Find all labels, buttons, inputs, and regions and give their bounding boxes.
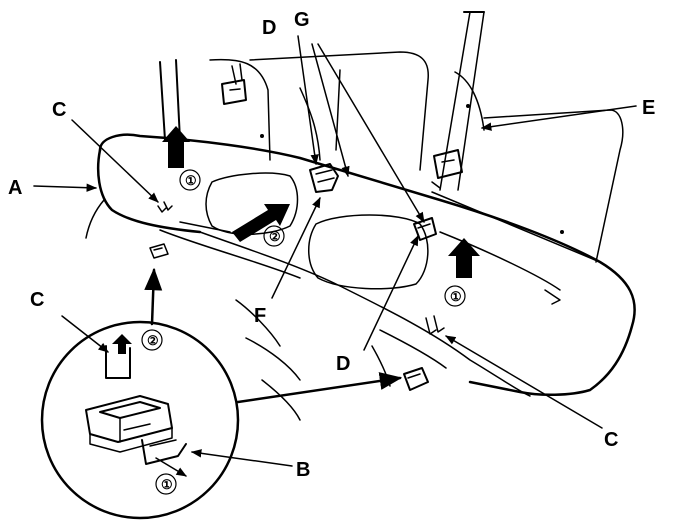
floor-bracket-right [403,367,429,391]
label-g: G [294,9,310,31]
inset-circle [40,320,240,520]
step-circle-one-right [444,285,466,307]
step-circle-one-left [179,169,201,191]
label-d-bottom: D [336,353,350,375]
inset-step-two: ② [147,333,159,348]
step-two-center: ② [269,229,281,244]
floor-bracket-left [149,243,169,259]
latch-d-top [309,163,339,193]
label-d-top: D [262,17,276,39]
detail-inset: ② ① [40,320,240,520]
label-a: A [8,177,22,199]
inset-connectors [144,267,403,404]
label-e: E [642,97,655,119]
label-c-inset: C [30,289,44,311]
label-c-bottom-right: C [604,429,618,451]
inset-step-one: ① [161,477,173,492]
seat-back [159,11,624,263]
inset-arrow-up [112,334,132,354]
label-f: F [254,305,266,327]
motion-arrows [162,126,480,278]
callout-leaders [33,35,637,467]
seat-belt-anchor-left [221,63,247,105]
step-circles: ① ② ① [179,169,466,307]
label-c-top-left: C [52,99,66,121]
seat-belt-anchor-right [431,149,463,189]
arrow-up-left [162,126,190,168]
arrow-up-right [448,238,480,278]
latch-d-bottom [413,217,437,241]
hook-c-right [425,315,445,335]
step-one-right: ① [450,289,462,304]
callout-labels: A C D G E F D C C B [8,9,655,481]
hook-c-left [157,201,173,213]
step-one-left: ① [185,173,197,188]
step-circle-two-center [263,225,285,247]
arrow-forward [232,204,290,242]
label-b: B [296,459,310,481]
